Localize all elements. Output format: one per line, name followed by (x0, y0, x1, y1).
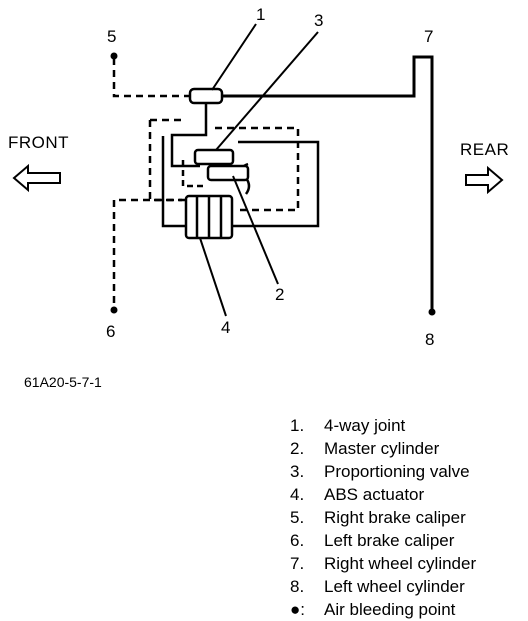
brake-line-diagram (12, 23, 504, 317)
legend-key: ●: (290, 600, 305, 619)
legend-item: 7. Right wheel cylinder (290, 552, 522, 575)
legend-text: Right wheel cylinder (324, 554, 477, 573)
legend-key: 5. (290, 508, 305, 527)
leader-3 (215, 31, 319, 151)
callout-2: 2 (275, 285, 285, 304)
rear-label: REAR (460, 140, 510, 159)
legend-key: 8. (290, 577, 305, 596)
legend-item: ●: Air bleeding point (290, 598, 522, 621)
callout-8: 8 (425, 330, 435, 349)
legend-text: Air bleeding point (324, 600, 456, 619)
legend-text: Proportioning valve (324, 462, 470, 481)
front-label: FRONT (8, 133, 70, 152)
line-right-caliper (112, 58, 190, 98)
abs-actuator (184, 194, 234, 240)
callout-3: 3 (314, 11, 324, 30)
callout-4: 4 (221, 318, 231, 337)
bleed-point-6 (110, 306, 118, 314)
callout-6: 6 (106, 322, 116, 341)
legend-text: 4-way joint (324, 416, 406, 435)
master-cylinder (206, 164, 250, 182)
legend-key: 1. (290, 416, 305, 435)
bleed-point-5 (110, 52, 118, 60)
callout-7: 7 (424, 27, 434, 46)
leader-2 (232, 175, 279, 285)
line-joint-feed (170, 103, 208, 168)
assembly-inner-dashed (181, 160, 205, 188)
legend-item: 1. 4-way joint (290, 414, 522, 437)
four-way-joint (188, 87, 224, 105)
legend-key: 2. (290, 439, 305, 458)
legend-text: ABS actuator (324, 485, 425, 504)
legend-key: 6. (290, 531, 305, 550)
legend: 1. 4-way joint 2. Master cylinder 3. Propor… (290, 414, 522, 621)
bleed-point-8 (428, 308, 436, 316)
legend-key: 7. (290, 554, 305, 573)
rear-arrow-icon (465, 165, 504, 195)
leader-4 (199, 237, 227, 317)
legend-item: 8. Left wheel cylinder (290, 575, 522, 598)
figure-id: 61A20-5-7-1 (24, 374, 102, 390)
legend-item: 2. Master cylinder (290, 437, 522, 460)
legend-key: 3. (290, 462, 305, 481)
line-rear-main (222, 55, 434, 310)
legend-item: 5. Right brake caliper (290, 506, 522, 529)
leader-1 (211, 23, 257, 91)
legend-text: Master cylinder (324, 439, 440, 458)
legend-text: Left brake caliper (324, 531, 455, 550)
legend-item: 4. ABS actuator (290, 483, 522, 506)
line-left-caliper (112, 198, 186, 308)
legend-text: Left wheel cylinder (324, 577, 465, 596)
front-arrow-icon (12, 163, 61, 193)
legend-item: 3. Proportioning valve (290, 460, 522, 483)
callout-1: 1 (256, 5, 266, 24)
legend-item: 6. Left brake caliper (290, 529, 522, 552)
callout-5: 5 (107, 27, 117, 46)
legend-key: 4. (290, 485, 305, 504)
assembly-housing (161, 136, 320, 228)
legend-text: Right brake caliper (324, 508, 466, 527)
proportioning-valve (193, 148, 235, 166)
